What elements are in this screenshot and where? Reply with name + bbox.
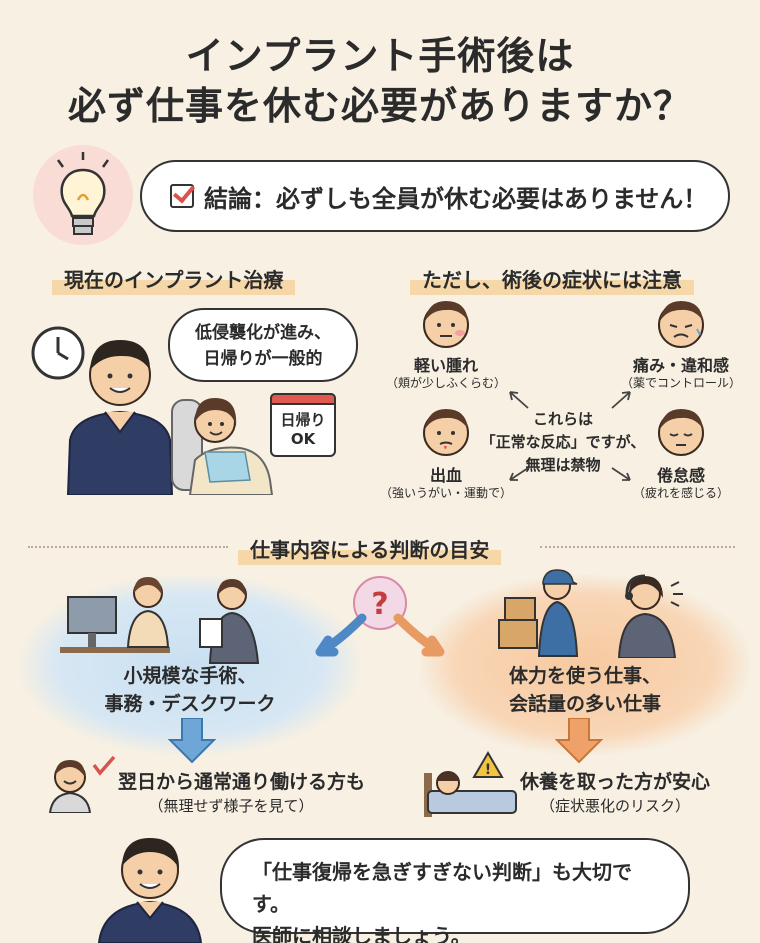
center-line2: 「正常な反応」ですが、 [480, 433, 646, 451]
page-title-line2: 必ず仕事を休む必要がありますか？ [67, 84, 692, 128]
desk-work-label: 小規模な手術、 事務・デスクワーク [70, 662, 310, 718]
desk-work-line1: 小規模な手術、 [123, 665, 257, 687]
conclusion-bubble: 結論：必ずしも全員が休む必要はありません！ [140, 160, 730, 232]
swelling-face-icon [420, 297, 472, 349]
footer-line1: 「仕事復帰を急ぎすぎない判断」も大切です。 [252, 860, 632, 916]
fatigue-face-icon [655, 405, 707, 457]
question-fork-icon: ? [300, 570, 460, 680]
recovered-person-icon [42, 755, 122, 814]
divider-right [540, 538, 735, 548]
rest-recommended-sub: （症状悪化のリスク） [539, 797, 690, 815]
patient-in-chair-illustration [170, 390, 280, 496]
symptom-arrows [500, 380, 640, 490]
resting-in-bed-icon: ! [420, 745, 520, 820]
next-day-work-sub: （無理せず様子を見て） [148, 797, 314, 815]
physical-work-line2: 会話量の多い仕事 [508, 693, 661, 715]
physical-work-line1: 体力を使う仕事、 [508, 665, 661, 687]
down-arrow-blue-icon [167, 717, 217, 764]
symptom-bleeding-sub: （強いうがい・運動で） [380, 486, 513, 500]
lightbulb-icon [28, 140, 138, 250]
rest-recommended-note: 休養を取った方が安心 [520, 771, 711, 793]
page-title-line1: インプラント手術後は [185, 34, 575, 78]
svg-text:!: ! [485, 762, 491, 778]
next-day-work-note: 翌日から通常通り働ける方も [118, 771, 366, 793]
bottom-doctor-illustration [95, 830, 205, 943]
checkbox-icon [170, 184, 194, 208]
symptom-bleeding: 出血 [429, 466, 462, 485]
minimally-invasive-bubble: 低侵襲化が進み、 日帰りが一般的 [168, 308, 358, 382]
calendar-icon: 日帰り OK [270, 393, 336, 457]
doctor-illustration [60, 320, 180, 496]
symptom-fatigue: 倦怠感 [656, 466, 705, 485]
symptom-swelling-sub: （頬が少しふくらむ） [385, 376, 506, 390]
desk-workers-illustration [60, 575, 270, 665]
physical-work-label: 体力を使う仕事、 会話量の多い仕事 [460, 662, 710, 718]
clock-icon [30, 325, 86, 381]
bleeding-face-icon [420, 405, 472, 457]
calendar-line2: OK [290, 430, 316, 448]
symptom-pain: 痛み・違和感 [632, 356, 729, 375]
svg-text:?: ? [371, 587, 388, 622]
symptom-fatigue-sub: （疲れを感じる） [632, 486, 729, 500]
calendar-line1: 日帰り [280, 411, 326, 429]
footer-line2: 医師に相談しましょう。 [252, 924, 471, 943]
bubble-line2: 日帰りが一般的 [203, 349, 323, 369]
center-line1: これらは [532, 410, 593, 428]
symptom-swelling: 軽い腫れ [413, 356, 478, 375]
conclusion-text: 結論：必ずしも全員が休む必要はありません！ [204, 184, 708, 213]
bubble-line1: 低侵襲化が進み、 [195, 323, 331, 343]
down-arrow-orange-icon [554, 717, 604, 764]
symptoms-heading: ただし、術後の症状には注意 [410, 262, 694, 295]
physical-workers-illustration [495, 568, 695, 659]
pain-face-icon [655, 297, 707, 349]
job-judgement-heading: 仕事内容による判断の目安 [238, 532, 502, 565]
footer-advice-bubble: 「仕事復帰を急ぎすぎない判断」も大切です。 医師に相談しましょう。 [220, 838, 690, 943]
symptoms-center-note: これらは 「正常な反応」ですが、 無理は禁物 [478, 408, 648, 477]
current-treatment-heading: 現在のインプラント治療 [52, 262, 296, 295]
desk-work-line2: 事務・デスクワーク [104, 693, 276, 715]
symptom-pain-sub: （薬でコントロール） [620, 376, 741, 390]
center-line3: 無理は禁物 [525, 456, 601, 474]
divider-left [28, 538, 228, 548]
